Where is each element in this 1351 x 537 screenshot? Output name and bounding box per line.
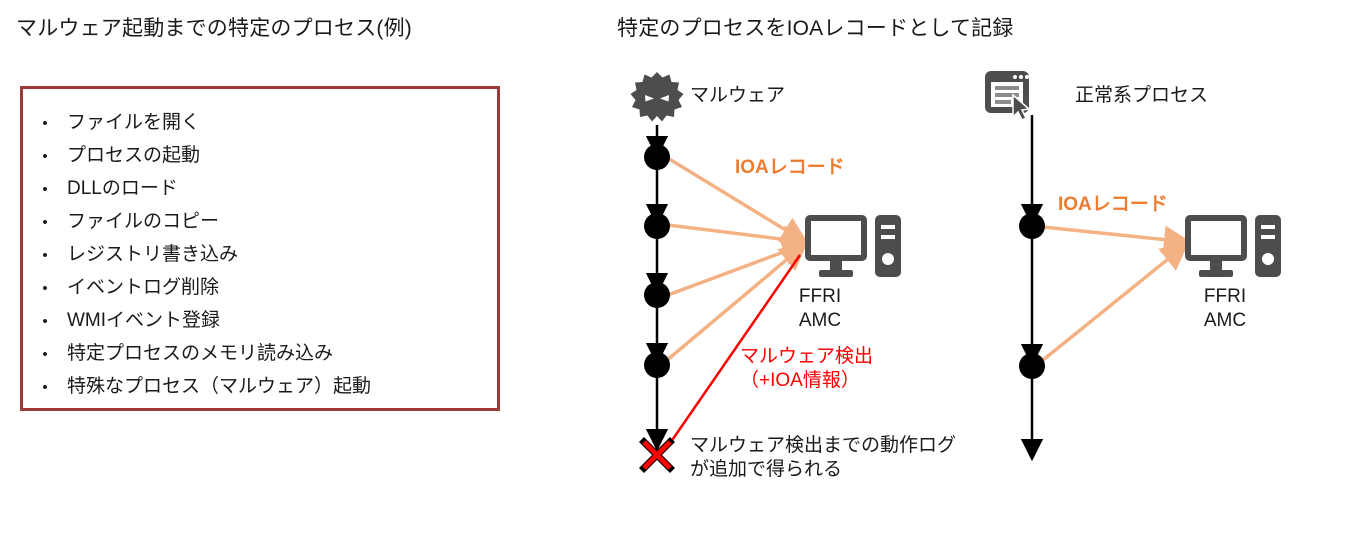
bullet-icon: • <box>42 247 48 264</box>
list-item: • 特定プロセスのメモリ読み込み <box>23 338 497 371</box>
malware-virus-icon <box>630 72 684 122</box>
list-item: • DLLのロード <box>23 173 497 206</box>
bullet-icon: • <box>42 148 48 165</box>
ioa-record-label-malware: IOAレコード <box>735 157 845 178</box>
process-node <box>644 352 670 378</box>
ioa-record-arrow <box>1042 225 1192 254</box>
malware-detection-label: マルウェア検出 （+IOA情報） <box>740 345 873 393</box>
process-node <box>644 282 670 308</box>
window-document-cursor-icon <box>985 71 1031 122</box>
list-item: • プロセスの起動 <box>23 140 497 173</box>
list-item-label: 特殊なプロセス（マルウェア）起動 <box>67 376 372 397</box>
detection-note-line2: が追加で得られる <box>690 458 843 480</box>
list-item-label: レジストリ書き込み <box>67 244 239 265</box>
bullet-icon: • <box>42 280 48 297</box>
list-item: • レジストリ書き込み <box>23 239 497 272</box>
ioa-record-label-normal: IOAレコード <box>1058 194 1168 215</box>
server-label-line1: FFRI <box>798 286 842 307</box>
list-item-label: イベントログ削除 <box>67 277 220 298</box>
list-item-label: ファイルのコピー <box>67 211 220 232</box>
server-label-line2: AMC <box>798 309 842 331</box>
ioa-record-diagram <box>630 71 1281 473</box>
list-item-label: ファイルを開く <box>67 112 201 133</box>
process-list: • ファイルを開く • プロセスの起動 • DLLのロード • ファイルのコピー… <box>23 89 497 404</box>
process-node <box>1019 213 1045 239</box>
bullet-icon: • <box>42 115 48 132</box>
normal-process-source-label: 正常系プロセス <box>1075 85 1209 106</box>
bullet-icon: • <box>42 346 48 363</box>
list-item-label: 特定プロセスのメモリ読み込み <box>67 343 334 364</box>
malware-detection-arrow <box>664 254 802 450</box>
right-section-title: 特定のプロセスをIOAレコードとして記録 <box>617 17 1014 40</box>
list-item-label: DLLのロード <box>67 178 178 199</box>
detection-note: マルウェア検出までの動作ログ が追加で得られる <box>690 434 956 482</box>
ioa-record-arrow <box>1041 242 1189 362</box>
process-node <box>644 144 670 170</box>
process-node <box>644 213 670 239</box>
list-item-label: WMIイベント登録 <box>67 310 221 331</box>
ioa-record-arrow <box>667 238 811 297</box>
desktop-computer-icon <box>805 215 901 277</box>
ioa-record-arrow <box>664 241 808 363</box>
ioa-record-arrow <box>665 155 809 245</box>
malware-detection-label-line2: （+IOA情報） <box>740 369 860 391</box>
list-item-label: プロセスの起動 <box>67 145 201 166</box>
malware-detection-label-line1: マルウェア検出 <box>740 346 874 367</box>
list-item: • 特殊なプロセス（マルウェア）起動 <box>23 371 497 404</box>
list-item: • イベントログ削除 <box>23 272 497 305</box>
bullet-icon: • <box>42 379 48 396</box>
server-label-malware: FFRI AMC <box>770 285 870 333</box>
bullet-icon: • <box>42 313 48 330</box>
desktop-computer-icon <box>1185 215 1281 277</box>
x-cross-icon <box>639 437 675 473</box>
detection-note-line1: マルウェア検出までの動作ログ <box>690 435 957 456</box>
process-node <box>1019 353 1045 379</box>
bullet-icon: • <box>42 181 48 198</box>
server-label-line1: FFRI <box>1203 286 1247 307</box>
left-section-title: マルウェア起動までの特定のプロセス(例) <box>16 17 412 40</box>
list-item: • ファイルを開く <box>23 107 497 140</box>
process-list-box: • ファイルを開く • プロセスの起動 • DLLのロード • ファイルのコピー… <box>20 86 500 411</box>
malware-source-label: マルウェア <box>690 85 786 106</box>
bullet-icon: • <box>42 214 48 231</box>
server-label-line2: AMC <box>1203 309 1247 331</box>
list-item: • ファイルのコピー <box>23 206 497 239</box>
ioa-record-arrow <box>667 223 811 254</box>
list-item: • WMIイベント登録 <box>23 305 497 338</box>
server-label-normal: FFRI AMC <box>1175 285 1275 333</box>
